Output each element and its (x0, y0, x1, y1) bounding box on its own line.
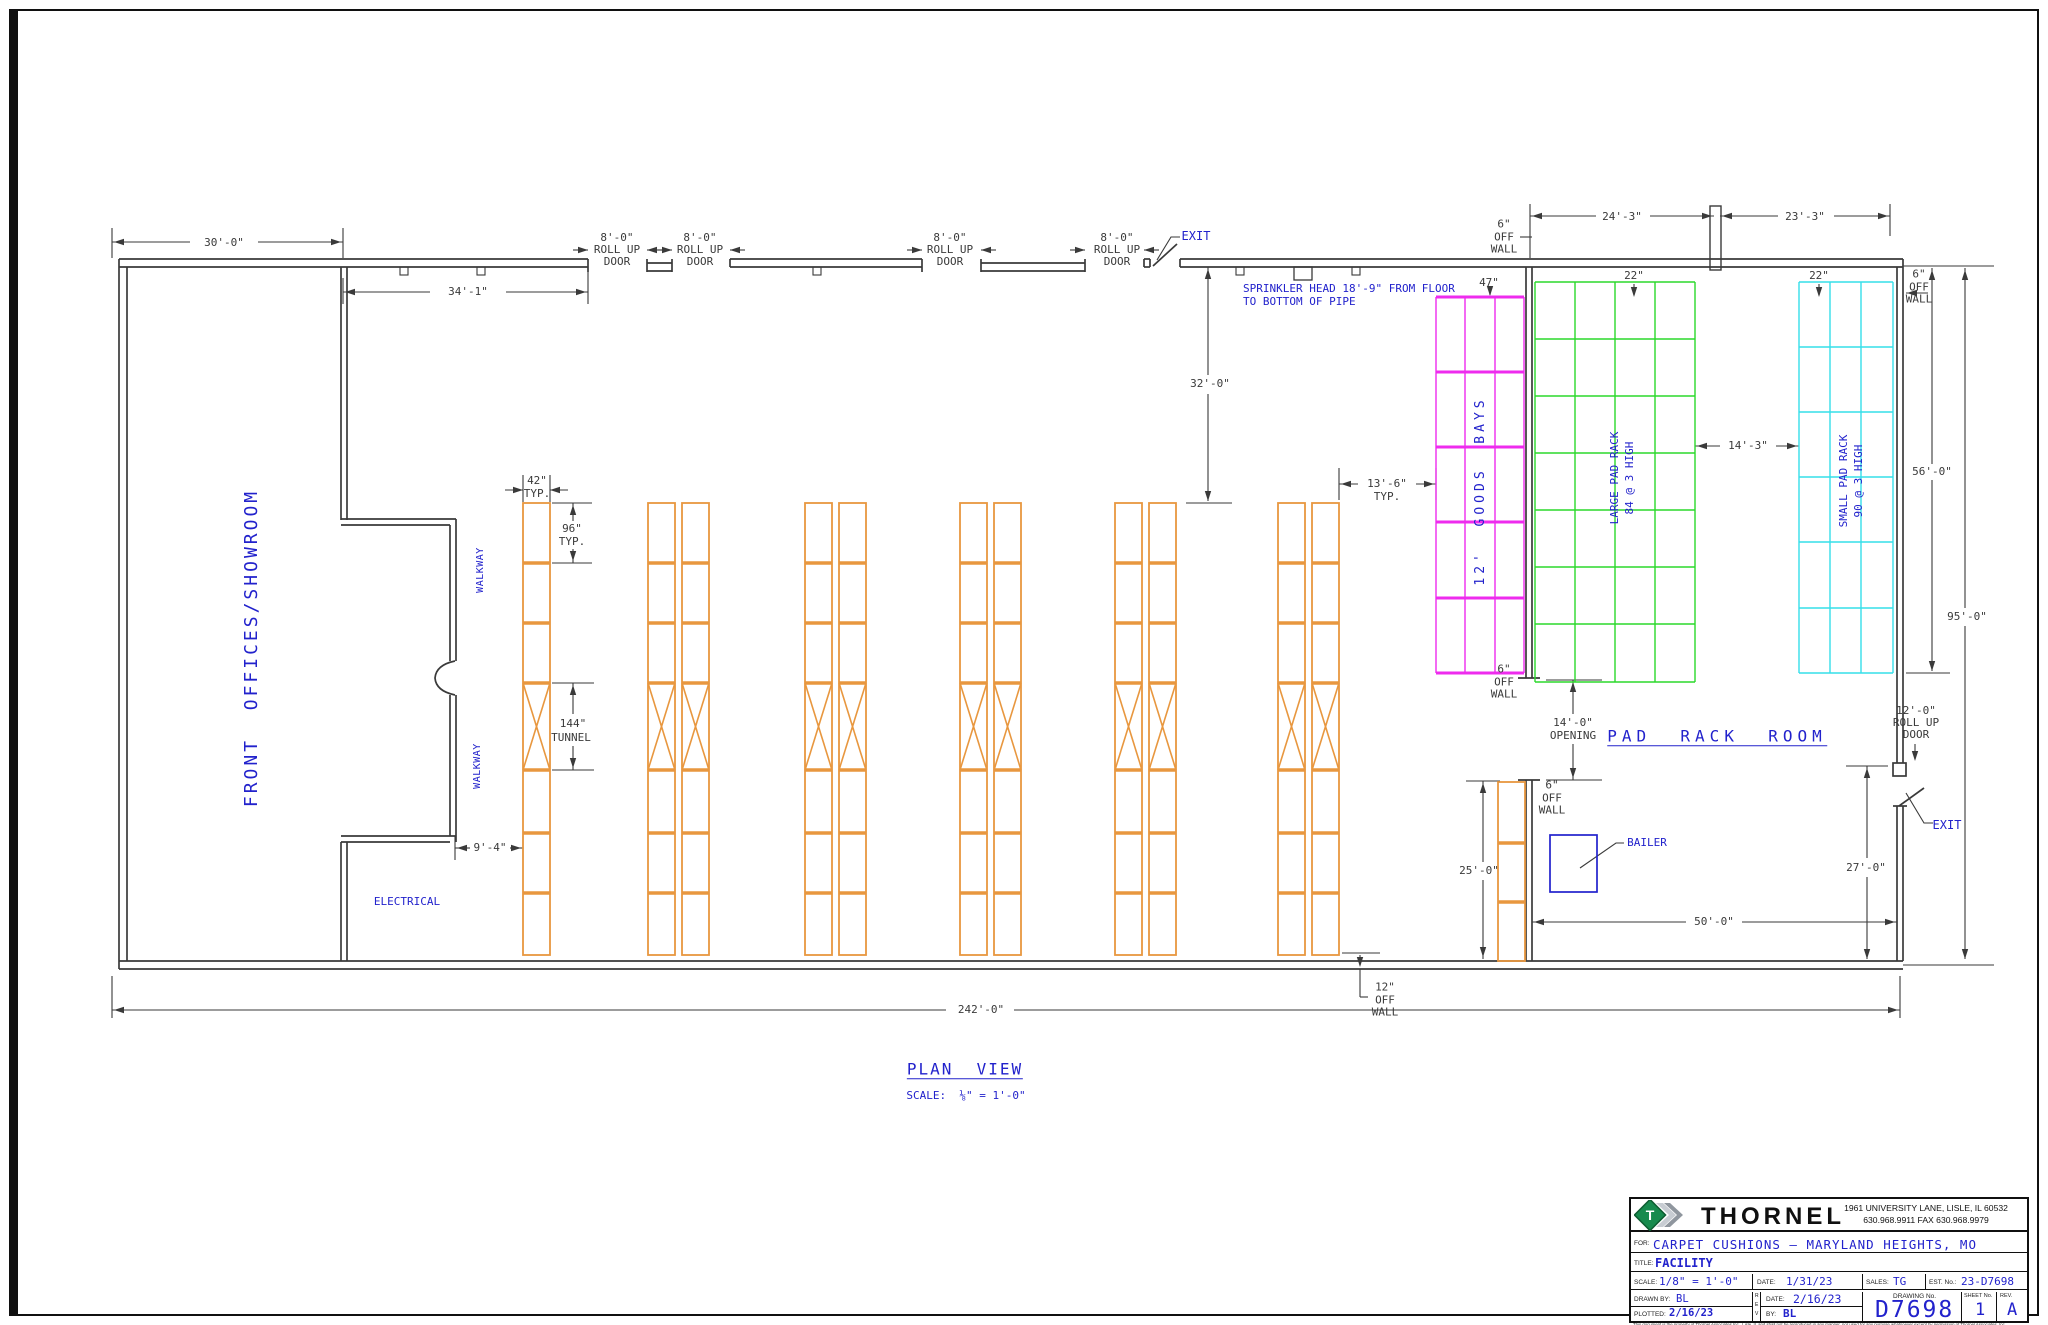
date-value: 1/31/23 (1786, 1275, 1833, 1288)
dim-95ft: 95'-0" (1947, 609, 1987, 623)
scale-value: 1/8" = 1'-0" (1659, 1275, 1739, 1288)
electrical-label: ELECTRICAL (373, 894, 441, 908)
sheet-number: 1 (1975, 1299, 1986, 1320)
dim-14ft-opening: 14'-0" (1553, 715, 1593, 729)
svg-text:T: T (1646, 1207, 1655, 1223)
dim-32ft: 32'-0" (1190, 376, 1230, 390)
dim-96in: 96" (562, 521, 582, 535)
thornel-logo-icon: T (1634, 1200, 1683, 1231)
tunnel-label: TUNNEL (551, 730, 591, 744)
opening-label: OPENING (1549, 728, 1597, 742)
drawing-title: FACILITY (1655, 1256, 1713, 1270)
company-name: THORNEL (1701, 1203, 1845, 1230)
drawing-number-block: DRAWING No. D7698 SHEET No. 1 REV. A (1862, 1291, 2027, 1323)
for-row: FOR: CARPET CUSHIONS — MARYLAND HEIGHTS,… (1631, 1234, 2027, 1253)
dim-42in: 42" (527, 473, 547, 487)
walkway-label-upper: WALKWAY (474, 547, 486, 593)
dim-9ft-4in: 9'-4" (473, 840, 507, 854)
dim-56ft: 56'-0" (1912, 464, 1952, 478)
dim-22in-b: 22" (1809, 268, 1829, 282)
dim-22in-a: 22" (1624, 268, 1644, 282)
title-block: T THORNEL 1961 UNIVERSITY LANE, LISLE, I… (1629, 1197, 2029, 1325)
customer-name: CARPET CUSHIONS — MARYLAND HEIGHTS, MO (1653, 1237, 1977, 1252)
dim-30ft: 30'-0" (204, 235, 244, 249)
drawn-by-value: BL (1676, 1292, 1689, 1305)
plan-scale-note: SCALE: ⅛" = 1'-0" (906, 1088, 1026, 1102)
dim-13ft-6in: 13'-6" (1367, 476, 1407, 490)
drawn-plotted-cells: DRAWN BY: BL PLOTTED: 2/16/23 R E V DATE… (1631, 1291, 1862, 1321)
dim-47in: 47" (1479, 275, 1499, 289)
dim-25ft: 25'-0" (1459, 863, 1499, 877)
goods-bays-label: 12' GOODS BAYS (1472, 396, 1488, 586)
drawing-number: D7698 (1875, 1296, 1955, 1323)
title-row: TITLE: FACILITY (1631, 1255, 2027, 1272)
rev-strip: R E V (1752, 1291, 1761, 1321)
bailer-label: BAILER (1627, 835, 1667, 849)
by-value: BL (1783, 1306, 1797, 1320)
sales-value: TG (1893, 1275, 1907, 1288)
disclaimer-row: This document is the property of Thornel… (1631, 1320, 2027, 1325)
dim-24ft-3in: 24'-3" (1602, 209, 1642, 223)
revision-date-value: 2/16/23 (1793, 1291, 1842, 1306)
door-type: ROLL UP (593, 243, 641, 256)
door-size: 8'-0" (600, 231, 634, 244)
exit-label-top: EXIT (1181, 228, 1211, 243)
title-block-header-row: T THORNEL 1961 UNIVERSITY LANE, LISLE, I… (1631, 1199, 2027, 1232)
dim-14ft-3in: 14'-3" (1728, 438, 1768, 452)
dim-144in: 144" (559, 716, 587, 730)
exit-label-right: EXIT (1932, 817, 1962, 832)
door-word: DOOR (603, 255, 631, 268)
company-address: 1961 UNIVERSITY LANE, LISLE, IL 60532 63… (1844, 1203, 2008, 1225)
sprinkler-note-line1: SPRINKLER HEAD 18'-9" FROM FLOOR (1243, 281, 1455, 295)
sprinkler-note-line2: TO BOTTOM OF PIPE (1243, 294, 1356, 308)
dim-242ft: 242'-0" (957, 1002, 1005, 1016)
estimate-number: 23-D7698 (1961, 1275, 2014, 1288)
dim-34ft-1in: 34'-1" (448, 284, 488, 298)
dim-23ft-3in: 23'-3" (1785, 209, 1825, 223)
plotted-value: 2/16/23 (1669, 1307, 1714, 1319)
pad-rack-room-title: PAD RACK ROOM (1607, 726, 1827, 746)
sheet-border-left-bar (9, 9, 18, 1316)
walkway-label-lower: WALKWAY (471, 743, 483, 789)
revision-letter: A (2007, 1299, 2018, 1320)
dim-27ft: 27'-0" (1846, 860, 1886, 874)
dim-42in-typ: TYP. (523, 486, 551, 500)
bailer-square (1549, 834, 1598, 893)
plan-view-title: PLAN VIEW (906, 1059, 1024, 1079)
scale-date-row: SCALE: 1/8" = 1'-0" DATE: 1/31/23 SALES:… (1631, 1274, 2027, 1290)
dim-13ft-6in-typ: TYP. (1373, 489, 1401, 503)
dim-50ft: 50'-0" (1694, 914, 1734, 928)
dim-96in-typ: TYP. (558, 534, 586, 548)
front-offices-label: FRONT OFFICES/SHOWROOM (240, 488, 262, 808)
